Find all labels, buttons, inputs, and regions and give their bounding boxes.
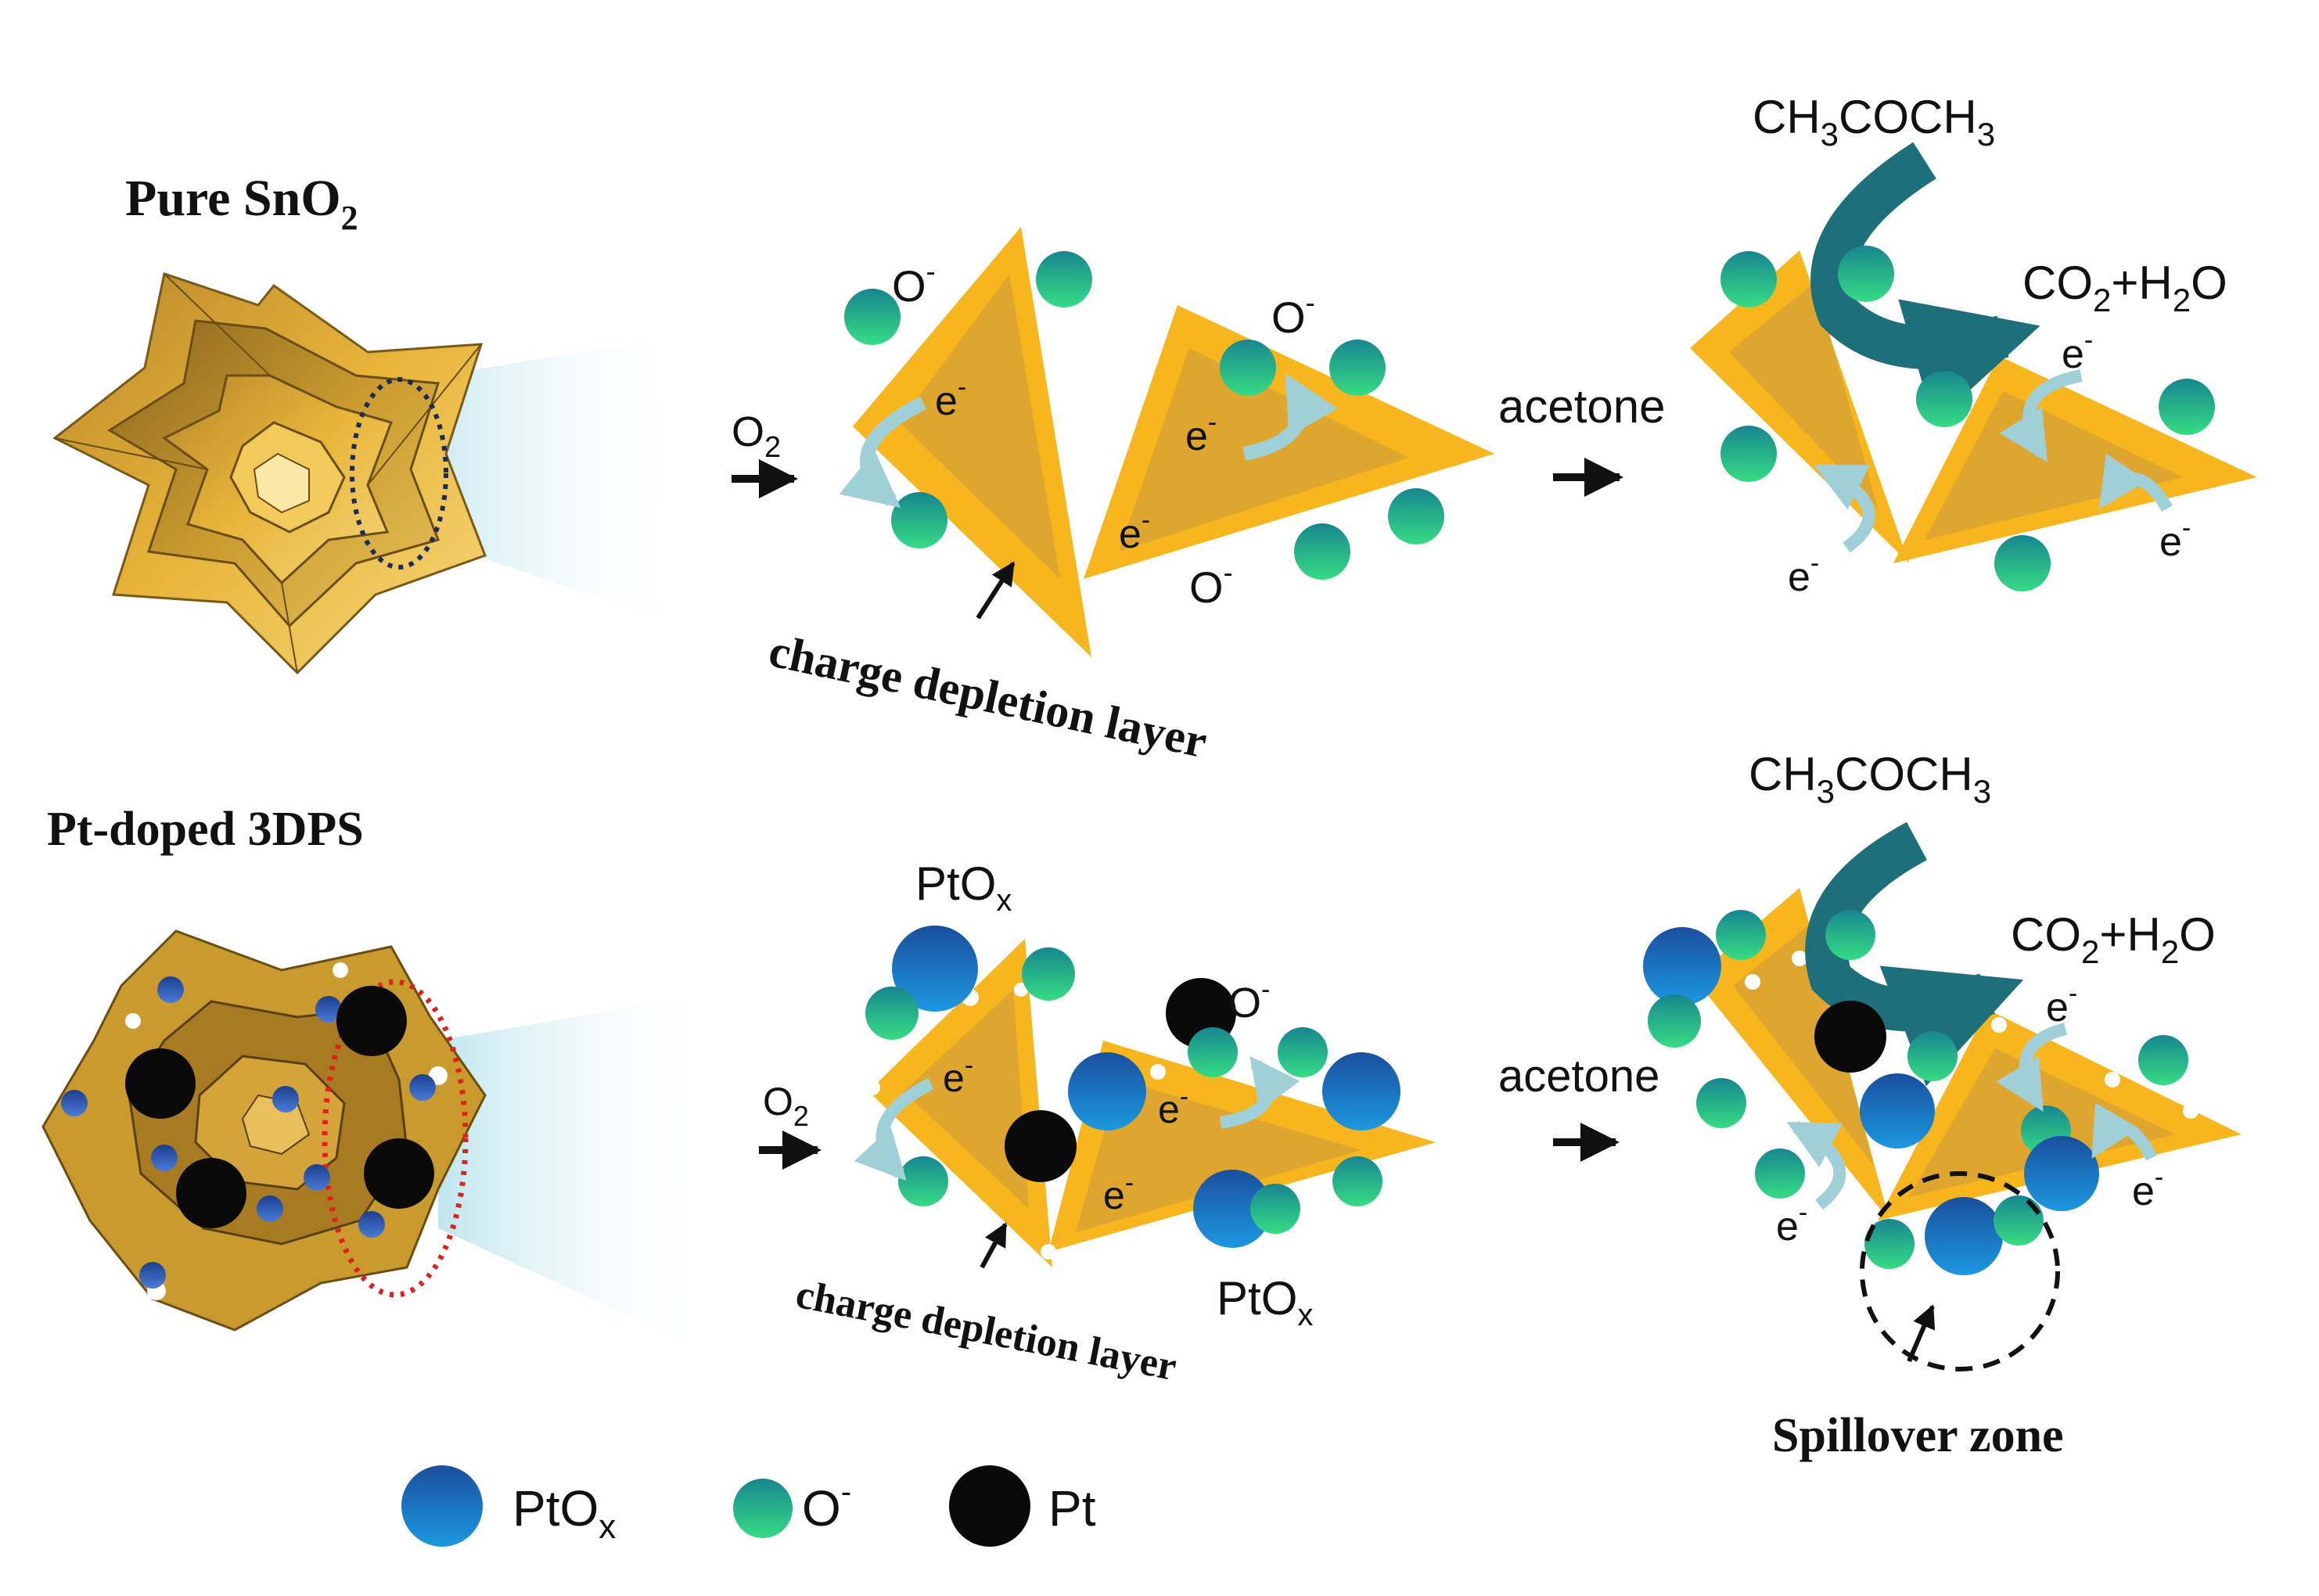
e-minus-label-12: e- <box>2132 1163 2163 1214</box>
pure-sno2-title: Pure SnO2 <box>125 170 358 237</box>
ptox-label-2: PtOx <box>1217 1272 1313 1332</box>
e-minus-label-10: e- <box>2046 979 2077 1030</box>
legend: PtOx O- Pt <box>401 1465 1096 1547</box>
zoom-cone-bottom <box>438 994 712 1353</box>
spheres-bottom-right <box>1643 910 2188 1275</box>
electron-arrow-top-2 <box>1242 373 1338 461</box>
electron-arrow-bottom-3 <box>1786 1120 1846 1210</box>
electron-arrow-bottom-5 <box>2091 1102 2158 1161</box>
legend-ptox-swatch <box>401 1465 483 1547</box>
o-minus-label-4: O- <box>1228 975 1270 1026</box>
o-minus-spheres-top-right <box>1720 246 2215 591</box>
acetone-label-bottom: acetone <box>1498 1051 1659 1102</box>
legend-o-minus-swatch <box>733 1479 793 1538</box>
o-minus-label-2: O- <box>1271 286 1315 342</box>
e-minus-label-8: e- <box>1158 1082 1188 1131</box>
legend-ptox-label: PtOx <box>512 1480 616 1546</box>
electron-arrow-top-5 <box>2098 453 2173 512</box>
e-minus-label-2: e- <box>1185 408 1217 459</box>
sno2-grains-air <box>853 227 1494 657</box>
charge-depletion-label-bottom: charge depletion layer <box>793 1272 1181 1389</box>
ptox-label-1: PtOx <box>915 857 1012 918</box>
e-minus-label-11: e- <box>1776 1198 1807 1249</box>
legend-pt-swatch <box>949 1465 1030 1547</box>
electron-arrow-bottom-4 <box>1996 1023 2068 1112</box>
electron-arrow-bottom-2 <box>1219 1055 1300 1129</box>
product-formula-top: CO2+H2O <box>2022 257 2227 318</box>
spillover-zone-circle <box>1860 1171 2060 1371</box>
pt-doped-rose-flower <box>41 926 487 1342</box>
e-minus-label-6: e- <box>2159 513 2191 565</box>
acetone-label-top: acetone <box>1498 380 1666 433</box>
charge-depletion-label-top: charge depletion layer <box>764 624 1211 767</box>
electron-arrow-top-1 <box>839 396 927 509</box>
o-minus-label-1: O- <box>892 255 936 311</box>
legend-pt-label: Pt <box>1048 1480 1096 1537</box>
depletion-pointer-bottom <box>980 1222 1008 1269</box>
acetone-formula-bottom: CH3COCH3 <box>1749 748 1991 810</box>
legend-o-minus-label: O- <box>802 1475 851 1537</box>
spillover-zone-label: Spillover zone <box>1772 1409 2064 1462</box>
depletion-pointer-top <box>976 561 1016 620</box>
sno2-rose-flower <box>52 272 487 675</box>
e-minus-label-7: e- <box>943 1051 973 1100</box>
pt-doped-title: Pt-doped 3DPS <box>47 803 364 856</box>
o-minus-spheres-top-mid <box>844 251 1444 580</box>
o2-label-top: O2 <box>732 408 781 464</box>
o-minus-label-3: O- <box>1189 556 1233 612</box>
o2-label-bottom: O2 <box>763 1080 809 1132</box>
e-minus-label-1: e- <box>935 372 966 424</box>
electron-arrow-top-3 <box>1814 463 1875 553</box>
spheres-bottom-mid <box>865 926 1400 1248</box>
e-minus-label-9: e- <box>1103 1168 1134 1217</box>
e-minus-label-3: e- <box>1119 505 1150 557</box>
product-formula-bottom: CO2+H2O <box>2011 908 2216 970</box>
e-minus-label-4: e- <box>2062 325 2093 377</box>
e-minus-label-5: e- <box>1788 548 1819 600</box>
electron-arrow-top-4 <box>1999 369 2083 462</box>
reaction-arrow-top <box>1810 142 2040 424</box>
spillover-pointer <box>1907 1304 1936 1363</box>
electron-arrow-bottom-1 <box>854 1077 934 1181</box>
acetone-formula-top: CH3COCH3 <box>1753 91 1995 153</box>
reaction-arrow-bottom <box>1805 821 2024 1087</box>
